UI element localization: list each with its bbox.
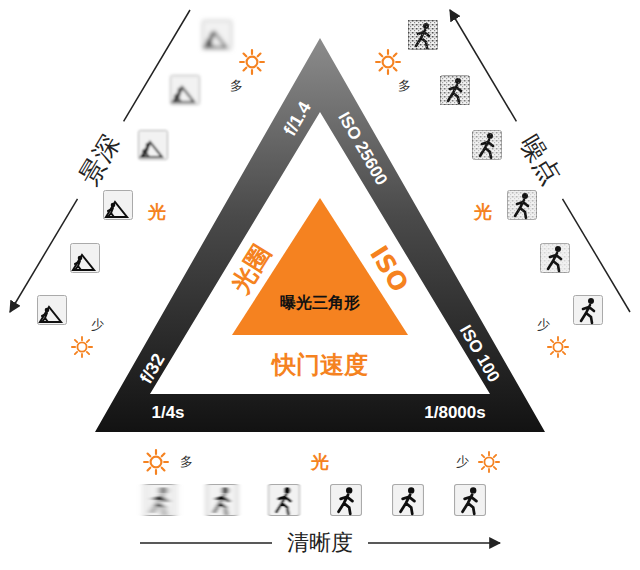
light-label: 光 xyxy=(311,452,329,472)
shutter-value: 1/8000s xyxy=(424,404,485,423)
sun-icon xyxy=(72,337,92,357)
noise-overlay xyxy=(408,20,438,50)
depth-icon xyxy=(104,191,133,220)
amount-label: 多 xyxy=(230,79,243,93)
light-label: 光 xyxy=(474,202,492,222)
axis-label: 清晰度 xyxy=(287,531,353,555)
arrow-line xyxy=(368,542,500,544)
depth-icon xyxy=(71,244,100,273)
noise-arrow xyxy=(450,10,630,312)
noise-icon xyxy=(541,244,570,273)
depth-icon xyxy=(171,76,200,105)
sun-icon xyxy=(548,337,568,357)
noise-overlay xyxy=(472,130,502,160)
motion-icon xyxy=(269,485,300,516)
motion-icon xyxy=(331,485,362,516)
arrow-line xyxy=(140,542,272,544)
noise-overlay xyxy=(507,190,537,220)
noise-overlay xyxy=(540,243,570,273)
noise-icon xyxy=(441,76,470,105)
amount-label: 少 xyxy=(537,318,550,332)
motion-icon xyxy=(393,485,424,516)
light-label: 光 xyxy=(148,202,166,222)
amount-label: 少 xyxy=(91,318,104,332)
axis-label: 噪点 xyxy=(514,130,565,189)
noise-icon xyxy=(508,191,537,220)
motion-icon xyxy=(207,485,238,516)
side-label: 快门速度 xyxy=(272,352,368,378)
sharpness-icons xyxy=(145,485,486,516)
noise-icon xyxy=(574,296,603,325)
frame-band xyxy=(95,38,545,432)
noise-icon xyxy=(473,131,502,160)
amount-label: 少 xyxy=(456,455,469,469)
motion-icon xyxy=(145,485,176,516)
depth-icon xyxy=(139,131,168,160)
sun-icon xyxy=(144,450,168,474)
sun-icon xyxy=(240,50,264,74)
depth-icon xyxy=(203,21,232,50)
noise-icon xyxy=(409,21,438,50)
axis-label: 景深 xyxy=(74,130,125,189)
sun-icon xyxy=(479,452,499,472)
motion-icon xyxy=(455,485,486,516)
noise-overlay xyxy=(440,75,470,105)
center-title: 曝光三角形 xyxy=(280,294,360,312)
amount-label: 多 xyxy=(180,455,193,469)
sun-icon xyxy=(376,50,400,74)
depth-arrow xyxy=(10,10,190,312)
shutter-value: 1/4s xyxy=(151,404,184,423)
amount-label: 多 xyxy=(398,79,411,93)
depth-icon xyxy=(38,296,67,325)
